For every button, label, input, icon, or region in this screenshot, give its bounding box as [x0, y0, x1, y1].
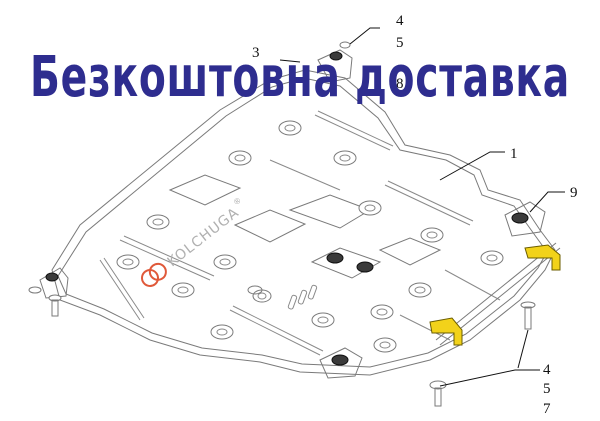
callout-top-4: 4 [396, 13, 404, 29]
plate-holes [116, 120, 504, 353]
callout-right-1: 1 [510, 146, 518, 162]
corner-mounts [39, 49, 546, 379]
callout-top-8: 8 [396, 76, 404, 92]
rubber-mount-icon [326, 252, 344, 264]
logo-registered-mark: ® [231, 195, 243, 207]
free-delivery-banner: Безкоштовна доставка [30, 45, 570, 110]
rubber-mount-icon [356, 261, 374, 273]
rubber-mount-icon [331, 354, 349, 366]
bracket-icon [429, 317, 463, 346]
leader-lines [279, 27, 565, 387]
rubber-mount-icon [329, 51, 343, 61]
logo-ring-icon [148, 262, 167, 281]
plate-outline [51, 69, 556, 376]
callout-bottom-4: 4 [543, 362, 551, 378]
callout-top-3: 3 [252, 45, 260, 61]
kolchuga-logo: KOLCHUGA ® [141, 195, 243, 287]
bracket-icon [524, 244, 561, 271]
fasteners [28, 41, 536, 407]
plate-panels [168, 174, 442, 266]
callout-right-9: 9 [570, 185, 578, 201]
plate-ribs [99, 110, 501, 356]
yellow-brackets [429, 244, 561, 346]
callout-numbers: 4 5 8 3 1 9 4 5 7 [252, 13, 578, 417]
rubber-mount-icon [45, 272, 59, 282]
center-mount [310, 247, 382, 279]
callout-bottom-5: 5 [543, 381, 551, 397]
callout-bottom-7: 7 [543, 401, 551, 417]
rubber-mount-icon [511, 212, 529, 224]
callout-top-5: 5 [396, 35, 404, 51]
logo-ring-icon [141, 269, 159, 287]
